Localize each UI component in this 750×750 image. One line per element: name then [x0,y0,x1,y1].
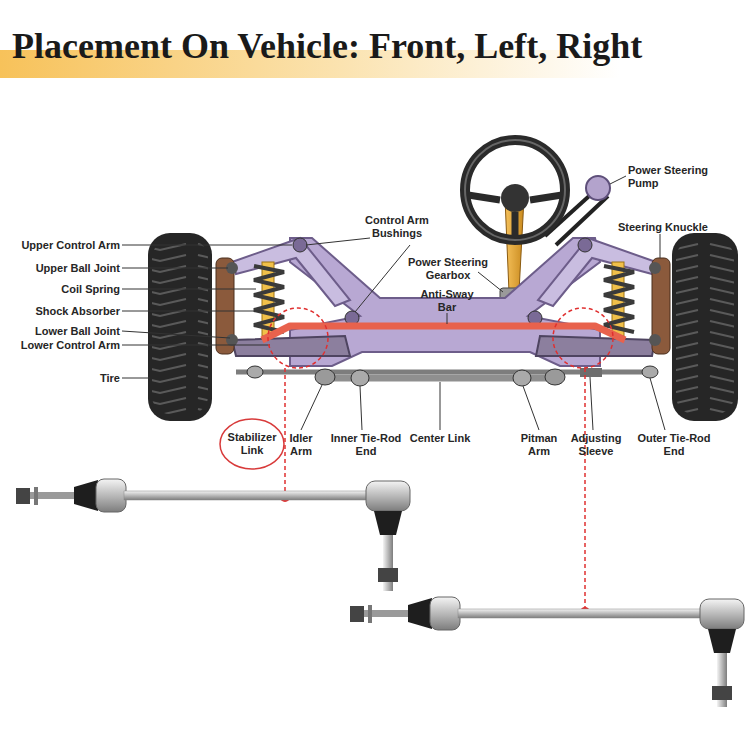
part-label: Control Arm Bushings [360,214,434,240]
lower-control-arm [232,336,350,356]
tire [672,233,738,421]
ball-joint [649,262,661,274]
part-label: Steering Knuckle [618,221,728,234]
part-label: Tire [6,372,120,385]
bushing [578,238,592,252]
adjusting-sleeve [580,368,602,377]
upper-control-arm [232,238,350,306]
leader-lines [122,176,665,430]
part-label: Pitman Arm [514,432,564,458]
pitman-arm [545,369,565,385]
part-label: Anti-Sway Bar [416,288,478,314]
part-label: Lower Ball Joint [6,325,120,338]
part-label: Coil Spring [6,283,120,296]
callout-circles [268,308,613,612]
tie-rod-end [513,370,531,386]
part-label: Inner Tie-Rod End [328,432,404,458]
tire-tread [676,240,734,414]
title: Placement On Vehicle: Front, Left, Right [12,24,642,68]
bushing [293,238,307,252]
pump [586,176,610,200]
tire [148,233,212,421]
part-label: Center Link [400,432,480,445]
part-label: Shock Absorber [6,305,120,318]
idler-arm [315,369,335,385]
part-label: Lower Control Arm [6,339,120,352]
tire-tread [152,240,208,414]
callout-ellipse: Stabilizer Link [219,418,285,470]
steering-wheel [465,140,565,240]
tie-rod-end [642,366,658,378]
wheel-hub [501,184,529,212]
stabilizer-link-part [16,479,410,591]
part-label: Adjusting Sleeve [564,432,628,458]
part-label: Power Steering Gearbox [402,256,494,282]
tie-rod-end [247,366,263,378]
upper-control-arm [538,238,656,306]
part-label: Upper Control Arm [6,239,120,252]
part-label: Upper Ball Joint [6,262,120,275]
part-label: Outer Tie-Rod End [634,432,714,458]
stabilizer-link-part [350,597,744,707]
part-label: Power Steering Pump [628,164,720,190]
tie-rod-end [351,370,369,386]
anti-sway-bar [262,326,625,340]
node-text: Stabilizer Link [219,431,285,457]
ball-joint [226,334,238,346]
part-label: Idler Arm [282,432,320,458]
ball-joint [649,334,661,346]
coil-spring [254,266,284,332]
steering-wheel [465,140,565,240]
